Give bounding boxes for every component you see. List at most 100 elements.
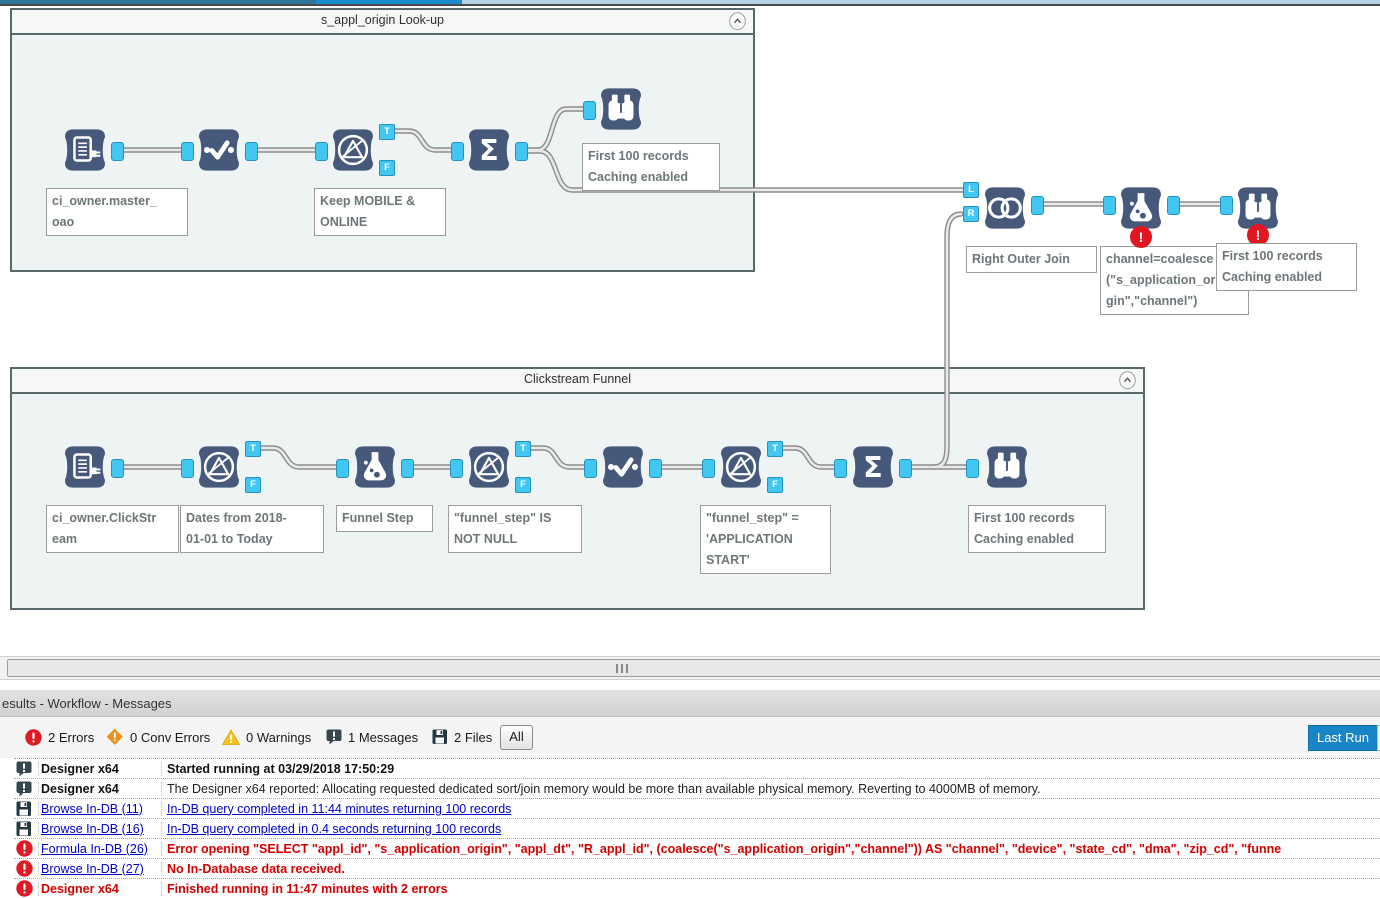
file-icon [16,801,31,816]
output-anchor[interactable] [515,142,528,161]
message-text-link[interactable]: In-DB query completed in 11:44 minutes r… [161,801,1380,816]
message-row[interactable]: Designer x64 Finished running in 11:47 m… [14,879,1380,898]
input-anchor[interactable] [450,459,463,478]
input-anchor[interactable] [181,459,194,478]
annotation-filter-keep-mobile[interactable]: Keep MOBILE & ONLINE [314,188,446,236]
select-indb-tool[interactable] [600,444,646,490]
annotation-input-clickstream[interactable]: ci_owner.ClickStr eam [46,505,179,553]
summarize-indb-tool[interactable] [466,127,512,173]
filter-indb-tool[interactable] [196,444,242,490]
output-anchor[interactable] [111,459,124,478]
message-source-link[interactable]: Browse In-DB (16) [38,821,161,836]
false-anchor[interactable]: F [515,477,531,493]
filter-conv-errors-button[interactable]: 0 Conv Errors [106,726,210,748]
output-anchor[interactable] [899,459,912,478]
true-anchor[interactable]: T [767,441,783,457]
message-row[interactable]: Designer x64 Started running at 03/29/20… [14,759,1380,779]
message-text: No In-Database data received. [161,861,1380,876]
annotation-browse-lookup[interactable]: First 100 records Caching enabled [582,143,720,191]
conv-errors-count-label: 0 Conv Errors [130,729,211,745]
messages-list: Designer x64 Started running at 03/29/20… [14,758,1380,898]
filter-messages-button[interactable]: 1 Messages [326,726,418,748]
output-anchor[interactable] [649,459,662,478]
annotation-filter-dates[interactable]: Dates from 2018- 01-01 to Today [180,505,324,553]
input-anchor[interactable] [834,459,847,478]
output-anchor[interactable] [1031,196,1044,215]
container-header[interactable]: s_appl_origin Look-up [12,10,753,35]
input-anchor[interactable] [181,142,194,161]
top-edge-divider [0,4,1380,6]
last-run-button[interactable]: Last Run [1308,725,1378,751]
message-row[interactable]: Browse In-DB (16) In-DB query completed … [14,819,1380,839]
message-icon [326,729,342,745]
scrollbar-thumb[interactable] [7,659,1380,677]
input-anchor[interactable] [584,459,597,478]
join-indb-tool[interactable] [982,185,1028,231]
annotation-right-outer-join[interactable]: Right Outer Join [966,246,1097,273]
browse-indb-tool[interactable] [984,444,1030,490]
false-anchor[interactable]: F [767,477,783,493]
input-anchor[interactable] [451,142,464,161]
container-header[interactable]: Clickstream Funnel [12,369,1143,394]
container-clickstream-funnel[interactable]: Clickstream Funnel [10,367,1145,610]
input-indb-tool[interactable] [62,127,108,173]
output-anchor[interactable] [401,459,414,478]
message-row[interactable]: Browse In-DB (11) In-DB query completed … [14,799,1380,819]
output-anchor[interactable] [245,142,258,161]
filter-errors-button[interactable]: 2 Errors [25,726,94,748]
message-source-link[interactable]: Browse In-DB (27) [38,861,161,876]
clipped-button[interactable] [1377,725,1380,751]
filter-all-button[interactable]: All [500,725,533,750]
input-anchor[interactable] [966,459,979,478]
annotation-formula-funnel-step[interactable]: Funnel Step [336,505,433,532]
message-source: Designer x64 [38,881,161,896]
message-row[interactable]: Formula In-DB (26) Error opening "SELECT… [14,839,1380,859]
true-anchor[interactable]: T [245,441,261,457]
false-anchor[interactable]: F [245,477,261,493]
output-anchor[interactable] [111,142,124,161]
input-indb-tool[interactable] [62,444,108,490]
formula-indb-tool[interactable] [1118,185,1164,231]
input-anchor[interactable] [583,101,596,120]
message-text-link[interactable]: In-DB query completed in 0.4 seconds ret… [161,821,1380,836]
input-anchor[interactable] [336,459,349,478]
annotation-browse-funnel[interactable]: First 100 records Caching enabled [968,505,1106,553]
annotation-browse-join[interactable]: First 100 records Caching enabled [1216,243,1357,291]
connection-wires [119,106,1223,470]
error-icon [16,840,33,857]
annotation-filter-app-start[interactable]: "funnel_step" = 'APPLICATION START' [700,505,831,574]
filter-files-button[interactable]: 2 Files [432,726,492,748]
message-source-link[interactable]: Formula In-DB (26) [38,841,161,856]
canvas-horizontal-scrollbar[interactable] [0,656,1380,680]
browse-indb-tool[interactable] [598,86,644,132]
results-toolbar: 2 Errors 0 Conv Errors 0 Warnings 1 Mess… [0,717,1380,758]
true-anchor[interactable]: T [379,124,395,140]
left-join-anchor[interactable]: L [963,182,979,198]
input-anchor[interactable] [1220,196,1233,215]
files-count-label: 2 Files [454,729,493,745]
results-panel-title: esults - Workflow - Messages [0,690,1380,717]
message-row[interactable]: Designer x64 The Designer x64 reported: … [14,779,1380,799]
select-indb-tool[interactable] [196,127,242,173]
true-anchor[interactable]: T [515,441,531,457]
error-icon [16,880,33,897]
errors-count-label: 2 Errors [48,729,95,745]
filter-warnings-button[interactable]: 0 Warnings [222,726,311,748]
message-row[interactable]: Browse In-DB (27) No In-Database data re… [14,859,1380,879]
false-anchor[interactable]: F [379,160,395,176]
filter-indb-tool[interactable] [466,444,512,490]
annotation-filter-not-null[interactable]: "funnel_step" IS NOT NULL [448,505,582,553]
summarize-indb-tool[interactable] [850,444,896,490]
message-source-link[interactable]: Browse In-DB (11) [38,801,161,816]
message-icon [16,781,32,796]
annotation-input-master-oao[interactable]: ci_owner.master_ oao [46,188,188,236]
formula-indb-tool[interactable] [352,444,398,490]
input-anchor[interactable] [315,142,328,161]
filter-indb-tool[interactable] [718,444,764,490]
input-anchor[interactable] [702,459,715,478]
right-join-anchor[interactable]: R [963,206,979,222]
input-anchor[interactable] [1103,196,1116,215]
output-anchor[interactable] [1167,196,1180,215]
filter-indb-tool[interactable] [330,127,376,173]
top-edge-strip-active [316,0,462,4]
